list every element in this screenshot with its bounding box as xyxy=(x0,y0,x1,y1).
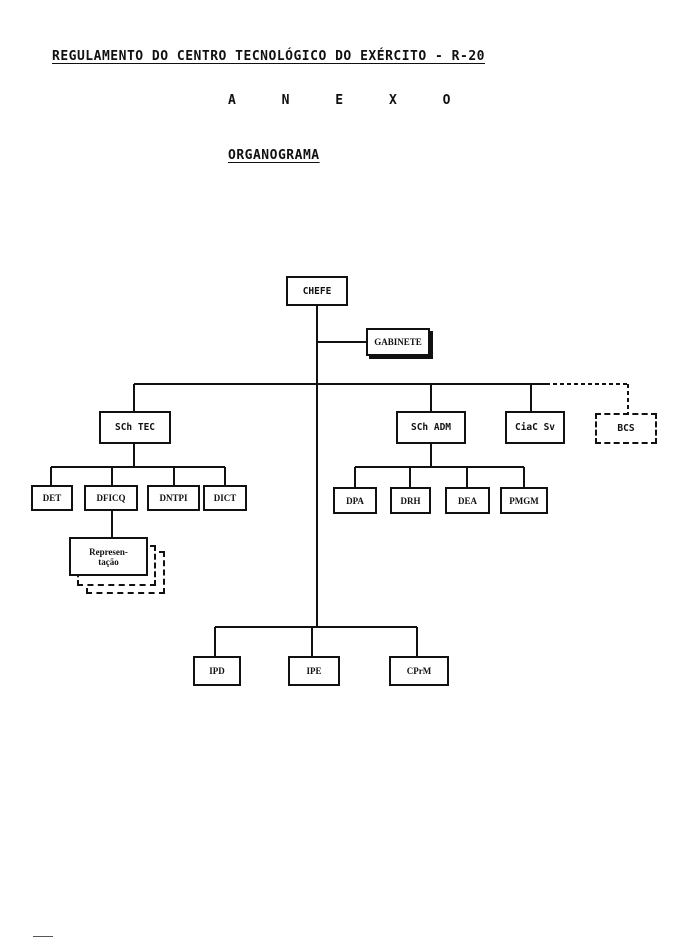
representacao-box: Represen- tação xyxy=(69,537,148,576)
gabinete-box: GABINETE xyxy=(366,328,430,356)
drh-box: DRH xyxy=(390,487,431,514)
scan-mark xyxy=(33,936,53,937)
ipe-box: IPE xyxy=(288,656,340,686)
det-box: DET xyxy=(31,485,73,511)
ciac-sv-box: CiaC Sv xyxy=(505,411,565,444)
dict-box: DICT xyxy=(203,485,247,511)
cprm-box: CPrM xyxy=(389,656,449,686)
pmgm-box: PMGM xyxy=(500,487,548,514)
dficq-box: DFICQ xyxy=(84,485,138,511)
document-title: REGULAMENTO DO CENTRO TECNOLÓGICO DO EXÉ… xyxy=(52,49,485,64)
bcs-box: BCS xyxy=(595,413,657,444)
dntpi-box: DNTPI xyxy=(147,485,200,511)
chefe-box: CHEFE xyxy=(286,276,348,306)
organogram-title: ORGANOGRAMA xyxy=(228,148,320,163)
dpa-box: DPA xyxy=(333,487,377,514)
sch-adm-box: SCh ADM xyxy=(396,411,466,444)
sch-tec-box: SCh TEC xyxy=(99,411,171,444)
annex-heading: A N E X O xyxy=(228,93,470,108)
ipd-box: IPD xyxy=(193,656,241,686)
dea-box: DEA xyxy=(445,487,490,514)
